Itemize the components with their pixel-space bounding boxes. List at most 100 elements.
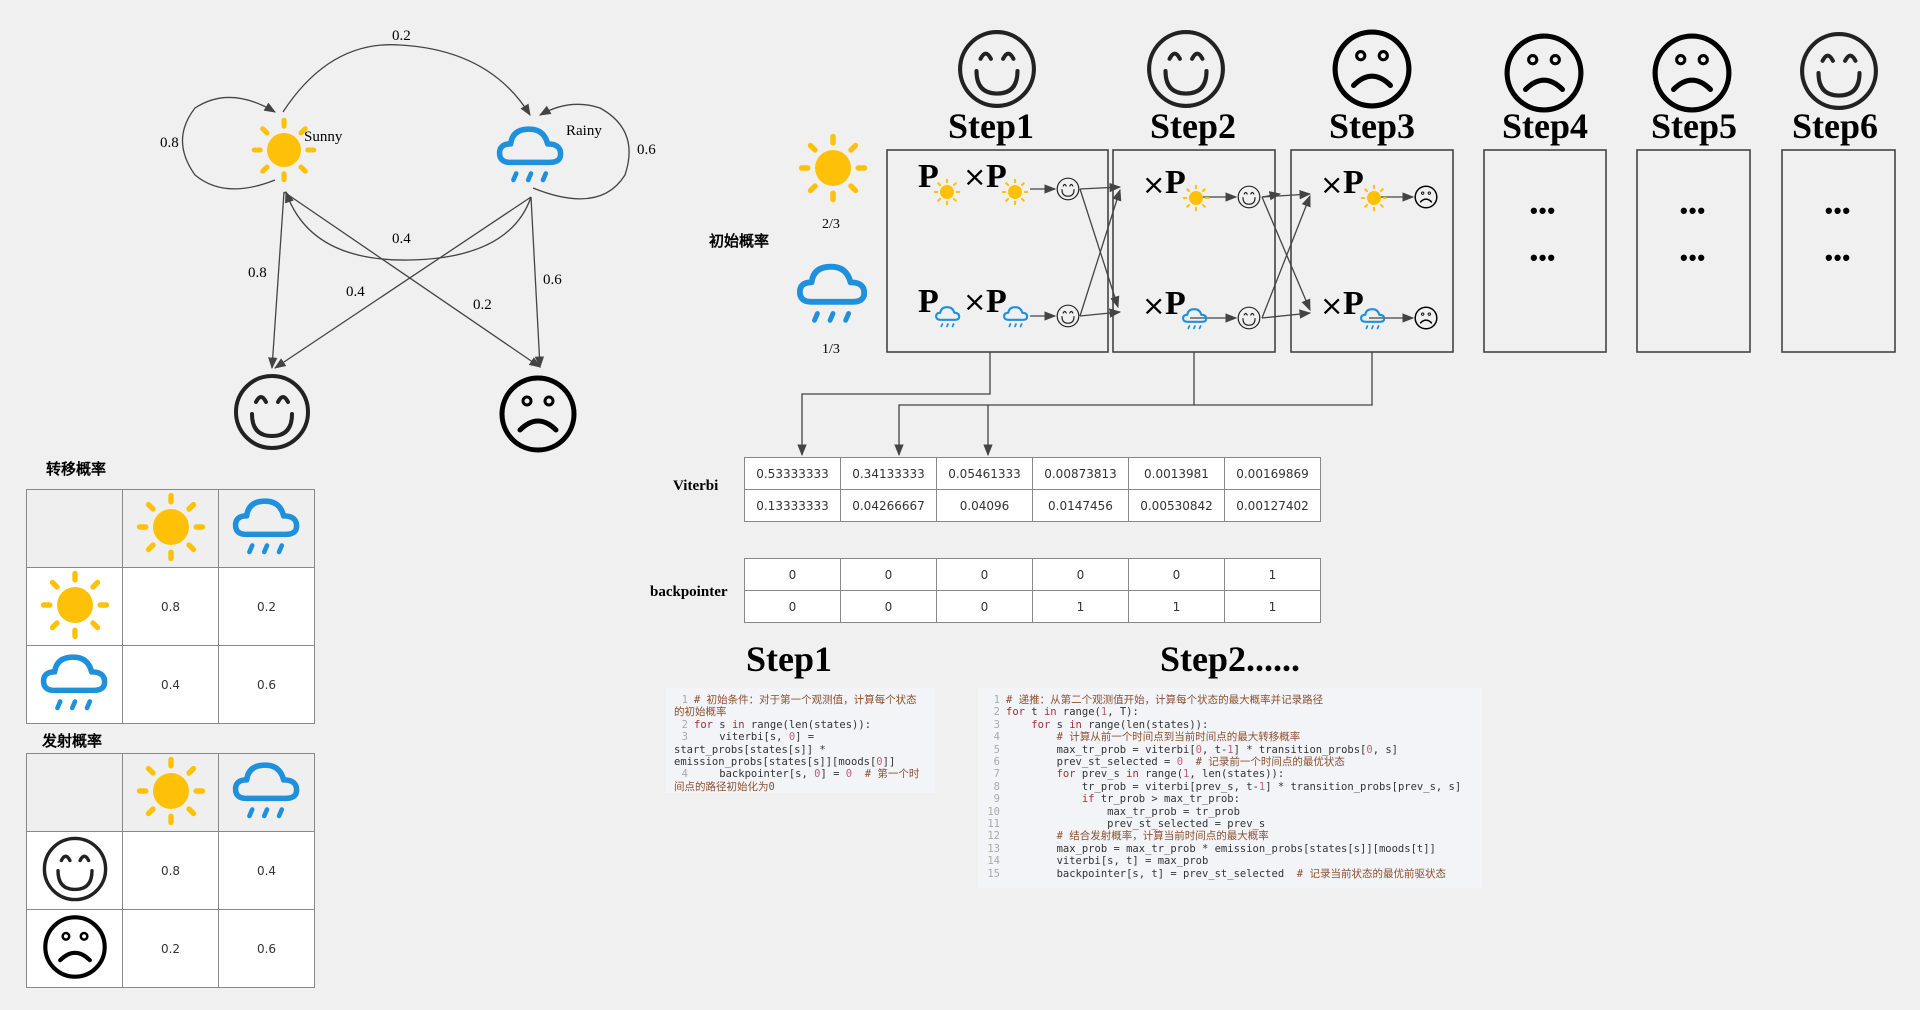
smiley-face-icon [1056, 177, 1080, 201]
line-number: 11 [987, 818, 1000, 831]
state-label-sunny: Sunny [304, 129, 343, 145]
table-row: 0.13333333 0.04266667 0.04096 0.0147456 … [744, 489, 1321, 522]
initial-prob-sunny: 2/3 [822, 217, 840, 232]
line-number: 15 [987, 867, 1000, 880]
code-line: 3 viterbi[s, 0] = start_probs[states[s]]… [674, 731, 927, 768]
table-cell: 0.00530842 [1128, 489, 1225, 522]
line-number: 9 [993, 793, 1000, 806]
edge-sunny-to-sad [283, 191, 541, 368]
code-text: prev_st_selected = 0 # 记录前一个时间点的最优状态 [1006, 756, 1345, 769]
sun-icon [1360, 184, 1388, 212]
smiley-face-icon [1056, 304, 1080, 328]
emission-table: 0.8 0.4 0.2 0.6 [26, 753, 315, 988]
sun-icon [135, 755, 207, 827]
edge-label-rainy-to-sunny: 0.4 [392, 231, 411, 247]
code-text: for s in range(len(states)): [694, 718, 872, 731]
line-number: 6 [993, 756, 1000, 769]
table-cell: 0.34133333 [840, 457, 937, 490]
table-header-row [26, 489, 315, 568]
rain-cloud-icon [230, 490, 304, 564]
formula-times: × [1142, 289, 1166, 322]
sun-icon [1182, 184, 1210, 212]
rain-cloud-icon [1182, 308, 1208, 330]
code-line: 6 prev_st_selected = 0 # 记录前一个时间点的最优状态 [986, 756, 1474, 768]
table-cell: 0 [744, 558, 841, 591]
code-text: for prev_s in range(1, len(states)): [1056, 768, 1285, 781]
table-cell: 0 [1032, 558, 1129, 591]
table-header-row [26, 753, 315, 832]
sun-icon [135, 491, 207, 563]
line-number: 1 [993, 694, 1000, 706]
code-line: 12 # 结合发射概率，计算当前时间点的最大概率 [986, 830, 1474, 842]
table-row: 0.53333333 0.34133333 0.05461333 0.00873… [744, 457, 1321, 490]
formula-p: P [1165, 285, 1186, 322]
rain-cloud-icon [230, 754, 304, 828]
smiley-face-icon [1237, 306, 1261, 330]
code-text: if tr_prob > max_tr_prob: [1081, 793, 1240, 806]
line-number: 7 [993, 768, 1000, 781]
code-line: 9 if tr_prob > max_tr_prob: [986, 793, 1474, 805]
code-block-step2: 1 # 递推：从第二个观测值开始，计算每个状态的最大概率并记录路径 2 for t i… [978, 688, 1482, 888]
code-line: 1# 初始条件：对于第一个观测值，计算每个状态的初始概率 [674, 694, 927, 719]
code-text: # 递推：从第二个观测值开始，计算每个状态的最大概率并记录路径 [1006, 694, 1324, 706]
table-cell: 0 [840, 590, 937, 623]
table-cell: 1 [1128, 590, 1225, 623]
code-line: 14 viterbi[s, t] = max_prob [986, 855, 1474, 867]
edge-label-sunny-to-sad: 0.2 [473, 297, 492, 313]
table-cell: 0.8 [122, 567, 219, 646]
table-cell: 0.6 [218, 645, 315, 724]
line-number: 10 [987, 805, 1000, 818]
step5-title: Step5 [1650, 106, 1737, 146]
code-text: viterbi[s, t] = max_prob [1006, 855, 1209, 868]
table-row: 0.4 0.6 [26, 645, 315, 724]
line-number: 8 [993, 780, 1000, 793]
formula-times: × [1142, 168, 1166, 201]
sad-face-icon [1414, 306, 1438, 330]
table-cell: 0.13333333 [744, 489, 841, 522]
code-text: prev_st_selected = prev_s [1006, 818, 1266, 831]
transition-table: 0.8 0.2 0.4 0.6 [26, 489, 315, 724]
table-cell: 0.53333333 [744, 457, 841, 490]
smiley-face-icon [1237, 185, 1261, 209]
table-cell: 0 [936, 590, 1033, 623]
trellis-diagram [797, 149, 1896, 457]
step3-title: Step3 [1328, 106, 1415, 146]
formula-p: P [986, 158, 1007, 195]
formula-times: × [1320, 289, 1344, 322]
code-line: 15 backpointer[s, t] = prev_st_selected … [986, 868, 1474, 880]
formula-p: P [918, 158, 939, 195]
edge-label-sunny-self: 0.8 [160, 135, 179, 151]
edge-label-rainy-to-happy: 0.4 [346, 284, 365, 300]
formula-p: P [1343, 285, 1364, 322]
edge-sunny-to-rainy [282, 44, 531, 116]
code-text: # 计算从前一个时间点到当前时间点的最大转移概率 [1056, 731, 1301, 744]
formula-p: P [986, 283, 1007, 320]
code-line: 4 # 计算从前一个时间点到当前时间点的最大转移概率 [986, 731, 1474, 743]
edge-rainy-self [532, 103, 630, 200]
rain-cloud-icon [1360, 308, 1386, 330]
table-cell: 0.04096 [936, 489, 1033, 522]
step4-title: Step4 [1501, 106, 1588, 146]
table-cell: 1 [1224, 590, 1321, 623]
formula-times: × [963, 285, 987, 318]
table-cell: 0.00169869 [1224, 457, 1321, 490]
code-text: for t in range(1, T): [1006, 706, 1139, 719]
step1-title: Step1 [947, 106, 1034, 146]
step5-ellipsis: ••• [1680, 245, 1707, 270]
line-number: 2 [993, 706, 1000, 719]
state-diagram [182, 44, 630, 470]
viterbi-table: 0.53333333 0.34133333 0.05461333 0.00873… [744, 457, 1321, 522]
code-line: 5 max_tr_prob = viterbi[0, t-1] * transi… [986, 744, 1474, 756]
step6-ellipsis: ••• [1825, 245, 1852, 270]
smiley-face-icon [41, 835, 109, 903]
code-line: 1 # 递推：从第二个观测值开始，计算每个状态的最大概率并记录路径 [986, 694, 1474, 706]
code-text: backpointer[s, 0] = 0 # 第一个时间点的路径初始化为0 [674, 768, 920, 793]
edge-label-sunny-to-happy: 0.8 [248, 265, 267, 281]
code-line: 10 max_tr_prob = tr_prob [986, 806, 1474, 818]
step1-box [886, 149, 1109, 353]
emission-table-title: 发射概率 [42, 732, 103, 750]
sad-face-icon [42, 914, 108, 980]
step6-ellipsis: ••• [1825, 198, 1852, 223]
table-cell: 0 [936, 558, 1033, 591]
